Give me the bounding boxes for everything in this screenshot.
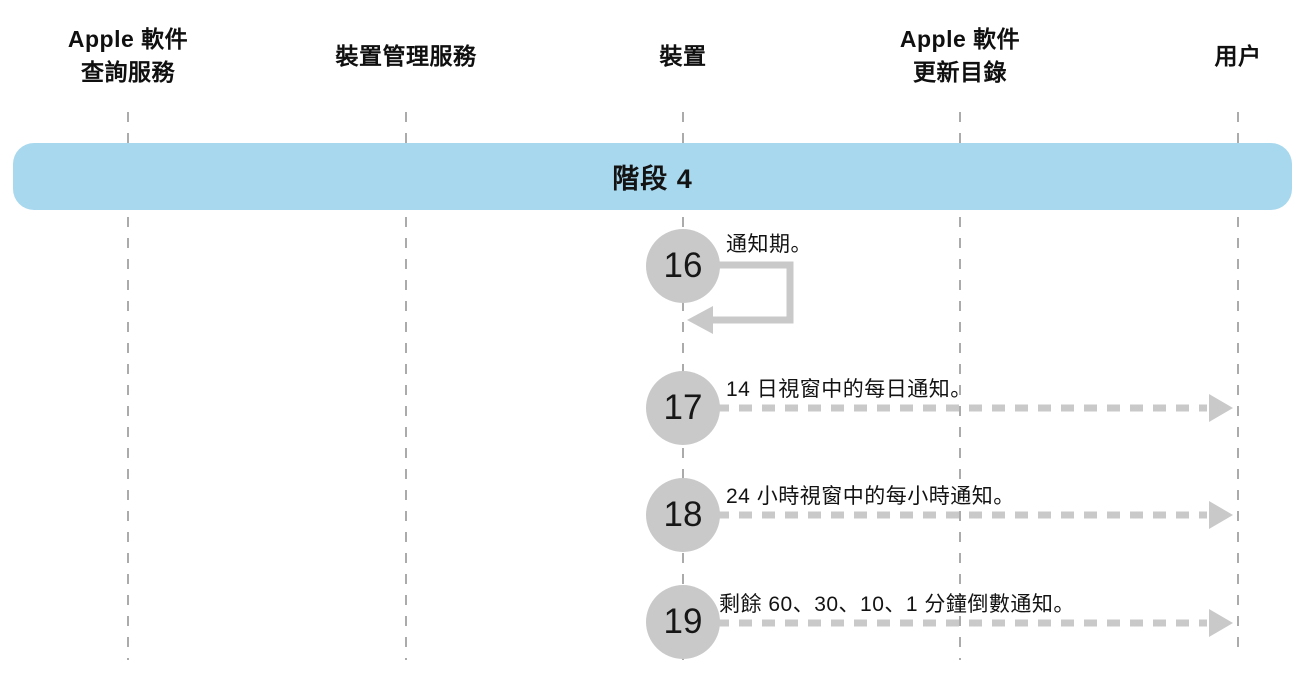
actor-label-line: Apple 軟件 (67, 26, 189, 52)
actor-label-line: 查詢服務 (81, 59, 175, 85)
actor-label-line: 裝置 (659, 42, 707, 69)
step-circle-16: 16 (646, 229, 720, 303)
self-loop-arrowhead-step16 (687, 306, 713, 334)
phase-banner-label: 階段 4 (612, 164, 693, 194)
actor-label-line: Apple 軟件 (899, 26, 1021, 52)
arrowhead-step19 (1209, 609, 1233, 637)
actor-header-device: 裝置 (563, 20, 803, 92)
step-label-16: 通知期。 (726, 233, 812, 256)
step-number: 19 (663, 602, 703, 641)
step-number: 18 (663, 495, 703, 534)
phase-banner: 階段 4 (13, 143, 1292, 210)
actor-label-line: 裝置管理服務 (335, 42, 477, 69)
arrowhead-step17 (1209, 394, 1233, 422)
arrowhead-step18 (1209, 501, 1233, 529)
actor-header-apple-lookup-service: Apple 軟件 查詢服務 (8, 20, 248, 92)
step-number: 17 (663, 388, 703, 427)
step-number: 16 (663, 246, 703, 285)
actor-header-apple-update-catalog: Apple 軟件 更新目錄 (840, 20, 1080, 92)
step-label-18: 24 小時視窗中的每小時通知。 (726, 485, 1015, 508)
actor-label-line: 更新目錄 (913, 59, 1007, 85)
step-circle-17: 17 (646, 371, 720, 445)
actor-header-user: 用户 (1118, 20, 1303, 92)
step-label-19: 剩餘 60、30、10、1 分鐘倒數通知。 (719, 593, 1075, 616)
actor-label-line: 用户 (1214, 42, 1262, 69)
step-label-17: 14 日視窗中的每日通知。 (726, 378, 972, 401)
step-circle-18: 18 (646, 478, 720, 552)
actor-header-device-management-service: 裝置管理服務 (286, 20, 526, 92)
step-circle-19: 19 (646, 585, 720, 659)
